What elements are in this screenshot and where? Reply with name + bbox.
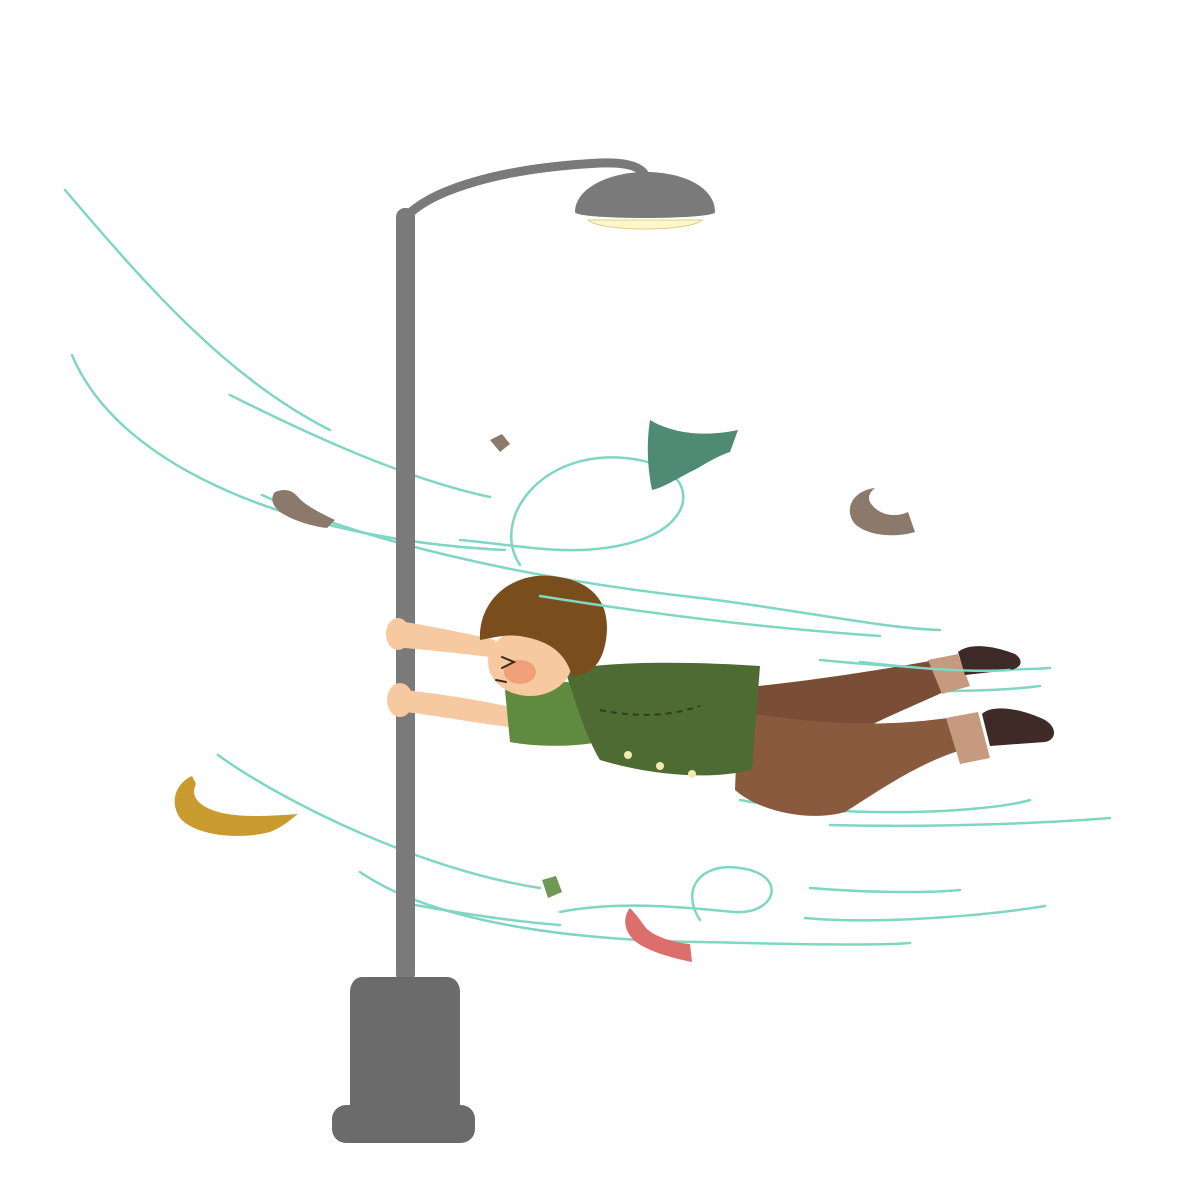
green-leaf: [542, 876, 562, 898]
gold-leaf: [174, 776, 298, 836]
red-leaf: [625, 908, 692, 962]
lamp-foot: [332, 1105, 475, 1143]
wind-streak: [70, 353, 507, 552]
lower-hand: [387, 683, 413, 717]
lamp-light: [586, 219, 704, 230]
closed-eye-icon: [501, 656, 517, 669]
vest-buttons: [624, 751, 696, 778]
wind-streak: [538, 594, 882, 638]
front-leg: [735, 712, 962, 816]
vest-stitch: [599, 705, 701, 716]
wind-streak: [260, 493, 942, 632]
wind-streak: [63, 188, 332, 432]
wind-streak: [828, 816, 1112, 828]
wind-streak: [413, 903, 562, 927]
flying-leaves: [174, 420, 915, 962]
wind-streaks: [63, 188, 1112, 946]
vest-button: [688, 770, 696, 778]
lamp-base: [350, 977, 460, 1105]
brown-leaf: [272, 489, 335, 528]
pants-cuff-front: [946, 712, 990, 764]
boy-character: [386, 575, 1055, 816]
small-brown-leaf: [490, 434, 510, 452]
mouth: [495, 679, 507, 683]
lamp-head: [575, 172, 715, 218]
shoe-front: [982, 708, 1055, 746]
cheek: [504, 660, 536, 684]
lamp-arm: [400, 158, 650, 223]
wind-loop: [558, 865, 773, 922]
teal-leaf: [647, 420, 738, 490]
lamp-pole: [396, 208, 415, 983]
upper-arm: [404, 622, 498, 658]
wind-streak: [808, 886, 962, 894]
curled-brown-leaf: [849, 488, 915, 536]
wind-streak: [803, 904, 1047, 922]
wind-streak: [228, 393, 492, 499]
wind-streak: [858, 660, 1012, 672]
vest-button: [624, 751, 632, 759]
shoe-back: [958, 646, 1021, 675]
street-lamp: [332, 158, 715, 1143]
pants-cuff-back: [928, 654, 970, 694]
lower-arm: [405, 690, 518, 728]
wind-streak: [216, 753, 542, 890]
vest-button: [656, 762, 664, 770]
wind-streaks-front: [538, 594, 1012, 672]
wind-loop: [458, 456, 685, 567]
upper-hand: [386, 618, 410, 650]
vest: [565, 662, 760, 776]
wind-streak: [358, 870, 912, 946]
